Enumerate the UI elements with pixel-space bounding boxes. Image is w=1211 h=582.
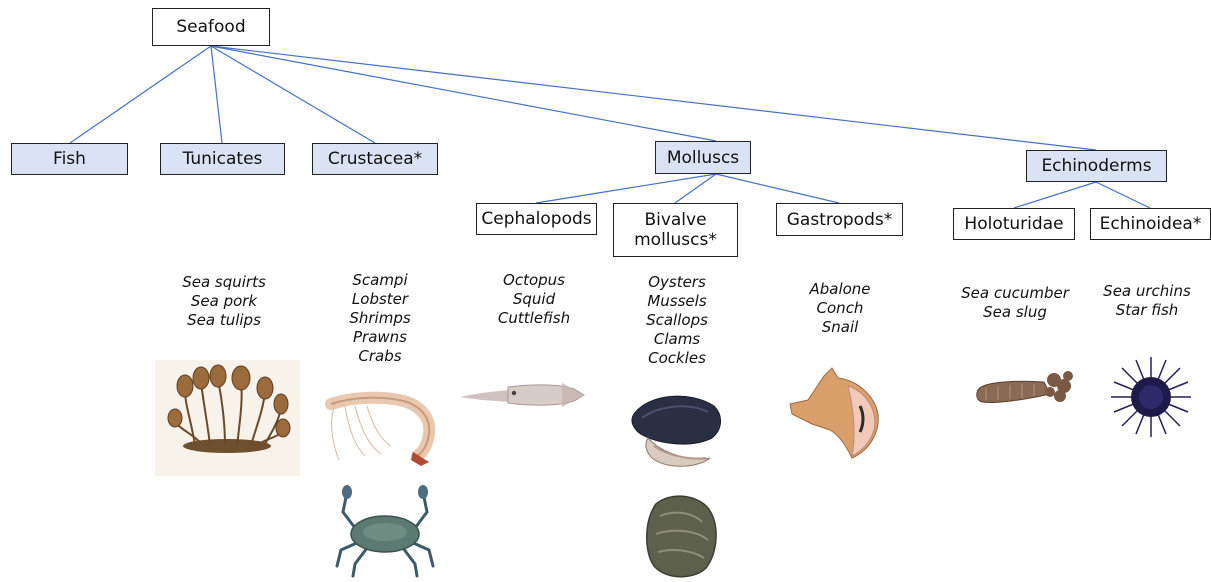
connector-seafood-echinoderms [211,46,1096,150]
example-item: Shrimps [320,309,440,328]
connector-seafood-molluscs [211,46,716,141]
example-item: Sea squirts [162,273,286,292]
connector-seafood-fish [70,46,211,143]
example-item: Prawns [320,328,440,347]
example-item: Squid [474,290,594,309]
example-item: Cockles [617,349,737,368]
example-item: Mussels [617,292,737,311]
examples-tunicates: Sea squirts Sea pork Sea tulips [162,273,286,330]
example-item: Star fish [1087,301,1207,320]
connector-molluscs-bivalves [675,174,716,203]
node-crustacea: Crustacea* [312,143,438,175]
connector-echinoderms-echinoidea [1096,182,1150,208]
example-item: Conch [780,299,900,318]
node-fish: Fish [11,143,128,175]
examples-cephalopods: Octopus Squid Cuttlefish [474,271,594,328]
connector-seafood-crustacea [211,46,375,143]
node-holoturidae: Holoturidae [953,208,1075,240]
example-item: Sea slug [950,303,1080,322]
example-item: Clams [617,330,737,349]
example-item: Lobster [320,290,440,309]
example-item: Sea cucumber [950,284,1080,303]
node-echinoidea: Echinoidea* [1090,208,1211,240]
example-item: Scallops [617,311,737,330]
example-item: Snail [780,318,900,337]
node-seafood: Seafood [152,8,270,46]
mussel-illustration [628,388,726,472]
examples-bivalves: Oysters Mussels Scallops Clams Cockles [617,273,737,368]
sea-urchin-illustration [1108,356,1194,438]
example-item: Crabs [320,347,440,366]
examples-holoturidae: Sea cucumber Sea slug [950,284,1080,322]
node-cephalopods: Cephalopods [476,203,597,235]
examples-crustacea: Scampi Lobster Shrimps Prawns Crabs [320,271,440,366]
example-item: Abalone [780,280,900,299]
node-molluscs: Molluscs [655,141,751,174]
example-item: Octopus [474,271,594,290]
squid-illustration [458,375,586,415]
connector-molluscs-gastropods [716,174,839,203]
sea-tulips-illustration [155,360,300,476]
example-item: Sea urchins [1087,282,1207,301]
example-item: Sea pork [162,292,286,311]
example-item: Cuttlefish [474,309,594,328]
examples-echinoidea: Sea urchins Star fish [1087,282,1207,320]
oyster-illustration [640,492,722,580]
example-item: Scampi [320,271,440,290]
sea-cucumber-illustration [974,366,1076,412]
conch-illustration [786,366,886,462]
node-bivalve-molluscs: Bivalve molluscs* [613,203,738,257]
examples-gastropods: Abalone Conch Snail [780,280,900,337]
example-item: Oysters [617,273,737,292]
node-gastropods: Gastropods* [776,203,903,236]
node-tunicates: Tunicates [160,143,285,175]
node-echinoderms: Echinoderms [1026,150,1167,182]
connector-molluscs-cephalopods [536,174,716,203]
example-item: Sea tulips [162,311,286,330]
crab-illustration [333,484,438,579]
shrimp-illustration [325,390,440,468]
connector-seafood-tunicates [211,46,222,143]
connector-echinoderms-holoturidae [1014,182,1096,208]
